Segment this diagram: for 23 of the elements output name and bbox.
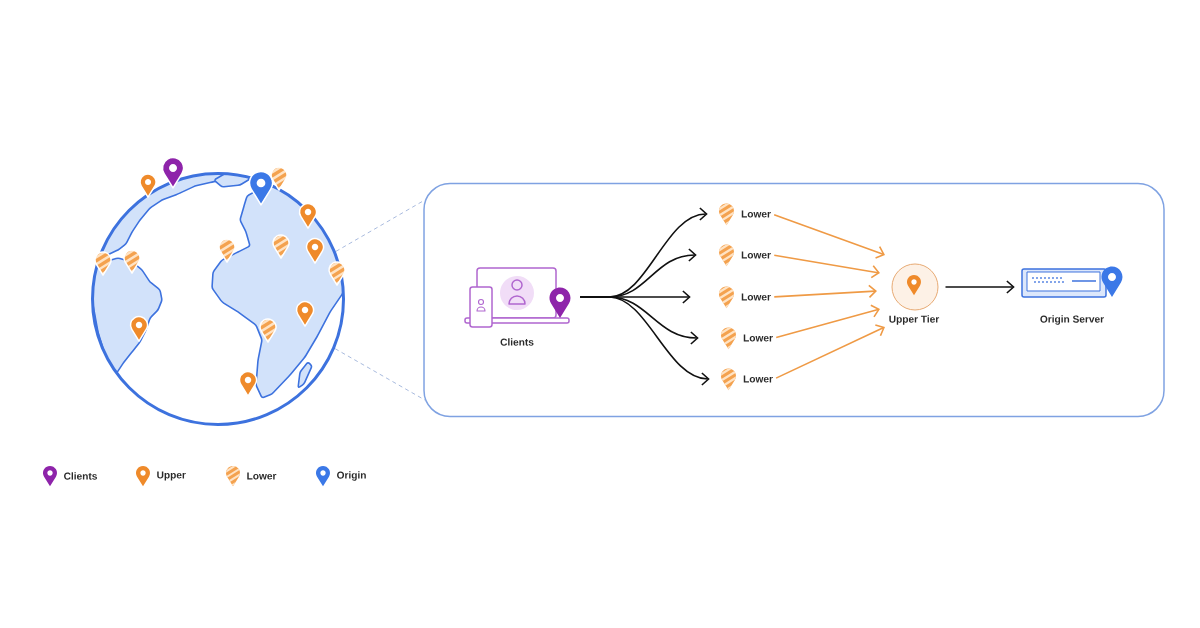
legend-label: Upper [157, 471, 186, 481]
rounded-panel [423, 182, 1165, 418]
arrow [775, 304, 880, 339]
arrow [773, 213, 885, 259]
arrow [775, 324, 885, 379]
node-label: Lower [743, 334, 773, 342]
legend-label: Clients [64, 472, 97, 480]
arrow [579, 296, 710, 386]
node-label: Origin Server [1040, 315, 1104, 325]
node-label: Lower [741, 210, 771, 218]
dashed-line [335, 199, 426, 252]
legend-label: Origin [337, 471, 366, 481]
node-label: Lower [741, 293, 771, 301]
arrow [773, 284, 877, 299]
node-label: Lower [743, 375, 773, 383]
node-label: Lower [741, 251, 771, 259]
dashed-line [334, 348, 426, 401]
legend-label: Lower [247, 472, 277, 480]
arrow [944, 280, 1015, 294]
node-label: Clients [500, 338, 534, 346]
arrow [773, 254, 880, 279]
globe-illustration [91, 156, 346, 426]
node-label: Upper Tier [889, 315, 940, 325]
